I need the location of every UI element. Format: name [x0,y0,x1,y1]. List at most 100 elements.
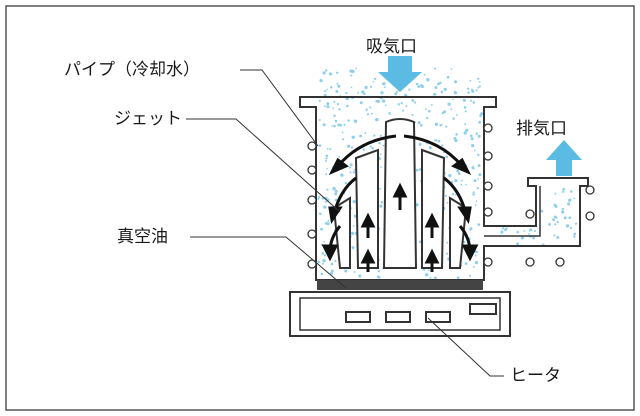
gas-dot [325,69,328,72]
coil-circle [307,259,317,269]
gas-dot [318,99,321,103]
gas-dot [359,134,363,138]
gas-dot [405,105,408,108]
gas-dot [326,188,329,191]
gas-dot [520,236,524,240]
gas-dot [320,272,324,276]
gas-dot [411,99,415,102]
gas-dot [379,134,382,137]
gas-dot [464,262,468,265]
coil-circle [483,257,493,267]
gas-dot [456,113,459,116]
gas-dot [344,182,348,185]
gas-dot [352,199,356,204]
gas-dot [473,179,477,183]
coil-circle [307,195,317,205]
gas-dot [533,229,537,233]
gas-dot [349,171,352,174]
gas-dot [326,102,330,106]
gas-dot [326,88,329,91]
gas-dot [417,121,421,125]
gas-dot [325,154,329,158]
gas-dot [470,137,474,141]
gas-dot [381,99,386,103]
gas-dot [334,192,338,196]
gas-dot [365,108,368,111]
gas-dot [353,119,358,123]
gas-dot [456,276,460,280]
gas-dot [451,193,455,196]
gas-dot [476,133,478,136]
gas-dot [458,172,461,175]
gas-dot [472,191,475,194]
gas-dot [474,204,477,207]
gas-dot [371,112,373,115]
gas-dot [467,87,470,90]
gas-dot [364,85,368,90]
gas-dot [423,73,426,76]
gas-dot [446,201,449,204]
gas-dot [361,90,365,94]
gas-dot [373,134,376,137]
gas-dot [402,109,405,112]
gas-dot [452,98,455,101]
gas-dot [470,99,473,102]
jet-label: ジェット [114,109,182,129]
gas-dot [333,124,336,128]
gas-dot [573,197,575,200]
gas-dot [453,136,457,141]
inlet-arrow-icon [378,56,422,92]
gas-dot [478,173,482,177]
gas-dot [434,276,437,280]
gas-dot [352,225,355,227]
gas-dot [337,84,341,88]
gas-dot [427,269,430,272]
cooling-pipe-coils [307,123,595,269]
gas-dot [505,227,508,230]
coil-circle [307,229,317,239]
gas-dot [523,230,526,232]
gas-dot [456,169,460,173]
gas-dot [369,145,372,148]
gas-dot [332,186,336,191]
gas-dot [355,67,358,70]
gas-dot [415,82,419,86]
coil-circle [525,257,535,267]
coil-circle [307,165,317,175]
gas-dot [331,125,334,127]
gas-dot [440,90,444,94]
gas-dot [477,223,481,226]
gas-dot [324,93,327,97]
gas-dot [553,203,557,207]
gas-dot [323,254,327,257]
gas-dot [357,91,360,94]
gas-dot [453,91,458,95]
gas-dot [331,269,334,273]
gas-dot [329,148,332,151]
gas-dot [342,138,345,141]
gas-dot [460,183,463,186]
gas-dot [447,75,450,78]
gas-dot [446,252,449,255]
gas-dot [562,190,565,193]
gas-dot [435,139,438,142]
gas-dot [437,82,440,86]
gas-dot [444,194,447,197]
gas-dot [479,114,482,118]
gas-dot [469,274,472,277]
gas-dot [397,103,401,106]
gas-dot [469,134,473,138]
gas-dot [324,105,326,108]
gas-dot [394,92,398,96]
gas-dot [567,202,570,206]
gas-dot [464,110,467,113]
gas-dot [477,178,479,180]
gas-dot [379,204,383,208]
gas-dot [376,275,380,279]
pipe-label: パイプ（冷却水） [64,60,200,80]
gas-dot [318,119,321,121]
gas-dot [427,109,431,113]
gas-dot [425,116,428,119]
gas-dot [326,167,328,170]
gas-dot [377,270,380,273]
